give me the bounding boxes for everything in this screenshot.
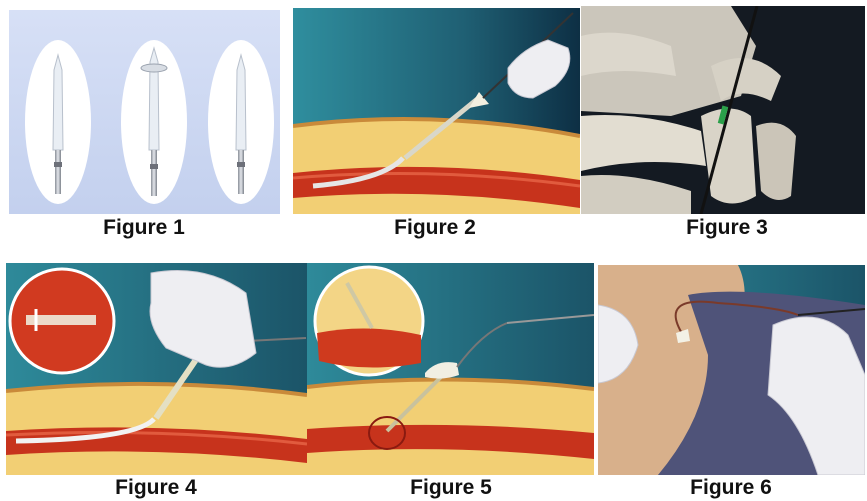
figure-3-image <box>581 6 865 214</box>
figure-3-caption: Figure 3 <box>627 216 827 240</box>
figure-5-caption: Figure 5 <box>351 476 551 500</box>
figure-1-image <box>9 10 280 214</box>
device-oval-right <box>208 40 274 204</box>
figure-5-image <box>307 263 594 475</box>
device-oval-middle <box>121 40 187 204</box>
figure-6-caption: Figure 6 <box>631 476 831 500</box>
figure-4-image <box>6 263 307 475</box>
device-oval-left <box>25 40 91 204</box>
figure-2-caption: Figure 2 <box>335 216 535 240</box>
figure-4-caption: Figure 4 <box>56 476 256 500</box>
figure-1-caption: Figure 1 <box>44 216 244 240</box>
figure-2-image <box>293 8 580 214</box>
figure-6-image <box>598 265 865 475</box>
